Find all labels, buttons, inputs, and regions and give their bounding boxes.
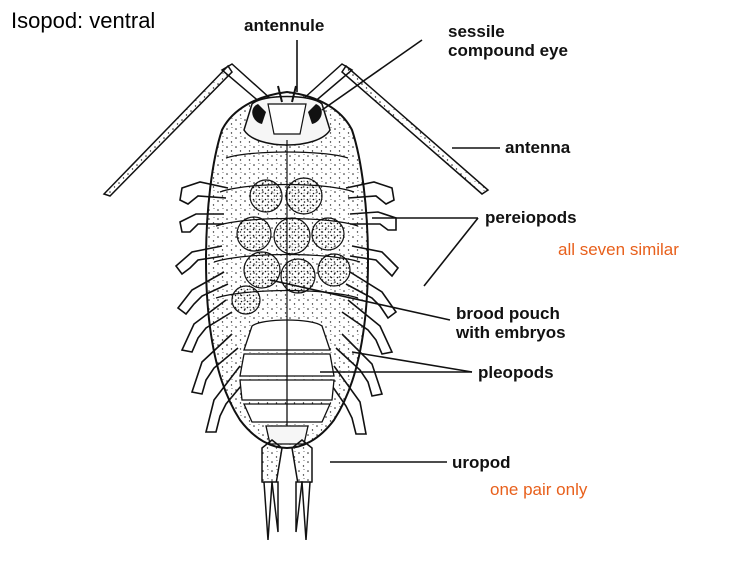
leader-lines [269,39,500,463]
uropod-label: uropod [452,453,511,472]
pleopods-label: pleopods [478,363,554,382]
antennule-label: antennule [244,16,325,35]
eye-label-line2: compound eye [448,41,568,60]
antenna-label: antenna [505,138,571,157]
eye-left [252,104,266,124]
pereiopods-label: pereiopods [485,208,577,227]
brood-pouch-embryos [231,177,351,315]
pereiopods-note: all seven similar [558,240,679,259]
brood-pouch-label-line1: brood pouch [456,304,560,323]
antennae [102,63,490,197]
diagram-title: Isopod: ventral [11,8,156,33]
eye-label-line1: sessile [448,22,505,41]
brood-pouch-label-line2: with embryos [456,323,566,342]
eye-right [308,104,322,124]
uropods [261,439,313,541]
pleopod-plates [239,319,335,426]
uropod-note: one pair only [490,480,588,499]
